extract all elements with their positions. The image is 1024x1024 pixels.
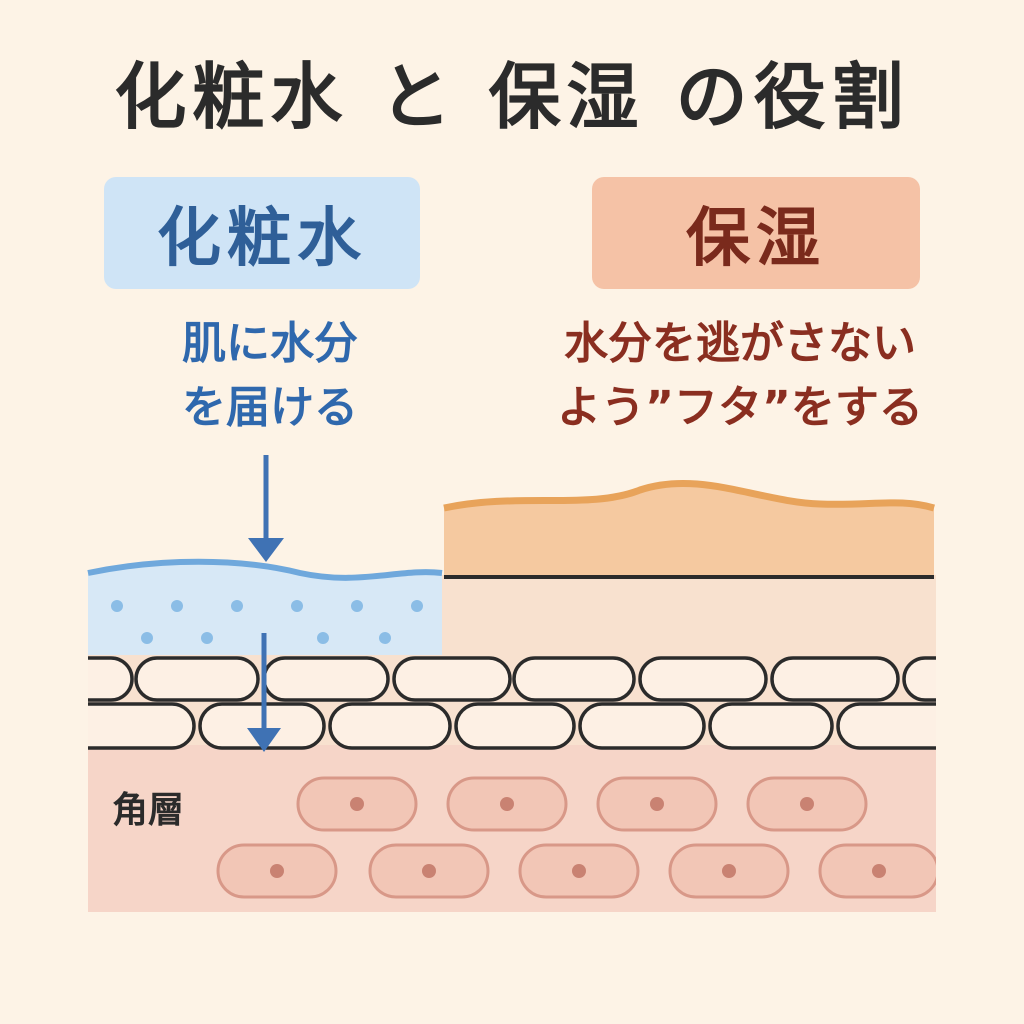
moisturizer-description: 水分を逃がさない よう”フタ”をする — [520, 312, 960, 440]
stratum-corneum-label: 角層 — [112, 790, 185, 831]
moisturizer-label-box: 保湿 — [592, 177, 920, 289]
moisturizer-label: 保湿 — [686, 202, 826, 276]
corneocyte-row-1 — [60, 656, 976, 702]
moisturizer-lid-surface — [443, 479, 935, 512]
living-cell-row-2 — [216, 843, 940, 899]
toner-description-line-2: を届ける — [182, 382, 358, 433]
moisturizer-description-line-2: よう”フタ”をする — [557, 382, 923, 433]
right-edge-mask-lower — [936, 740, 1024, 912]
page-title: 化粧水 と 保湿 の役割 — [114, 55, 910, 139]
living-cell-row-1 — [296, 776, 868, 832]
skin-layer-diagram — [0, 455, 1024, 912]
moisturizer-description-line-1: 水分を逃がさない — [564, 318, 916, 369]
water-droplets — [111, 600, 423, 644]
moisture-retained-zone — [442, 575, 936, 655]
down-arrow-icon — [247, 633, 281, 752]
toner-water-layer — [88, 561, 442, 655]
toner-water-surface — [87, 558, 443, 581]
down-arrow-icon — [248, 455, 284, 562]
corneocyte-row-2 — [60, 702, 970, 750]
toner-description-line-1: 肌に水分 — [182, 318, 358, 369]
toner-label: 化粧水 — [157, 202, 367, 276]
left-edge-mask — [0, 650, 88, 750]
right-edge-mask — [936, 650, 1024, 750]
toner-label-box: 化粧水 — [104, 177, 420, 289]
toner-description: 肌に水分 を届ける — [130, 312, 410, 440]
